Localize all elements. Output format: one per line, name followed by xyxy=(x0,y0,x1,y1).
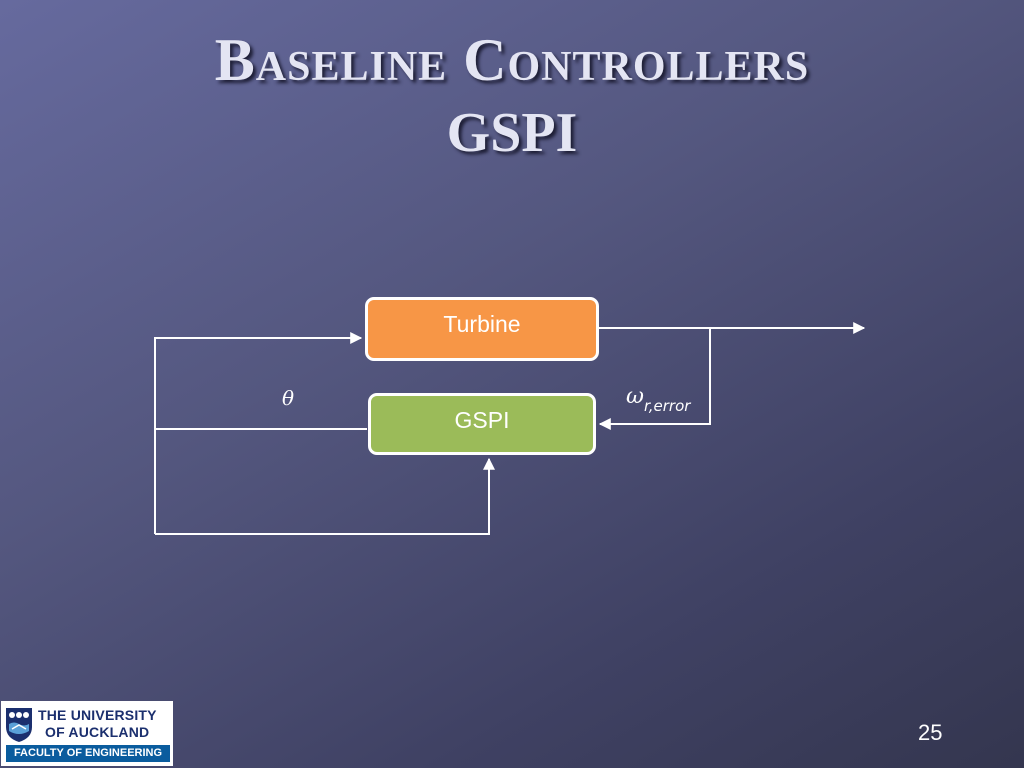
slide-title: Baseline Controllers xyxy=(214,27,810,93)
logo-line2: OF AUCKLAND xyxy=(45,724,150,740)
feedback-omega-line xyxy=(598,328,711,430)
theta-label: θ xyxy=(282,386,295,410)
gspi-label: GSPI xyxy=(454,406,510,433)
crest-icon xyxy=(6,708,32,742)
logo-line1: THE UNIVERSITY xyxy=(38,707,157,723)
omega-symbol: ω xyxy=(626,384,644,409)
turbine-block: Turbine xyxy=(365,297,599,361)
slide-subtitle: GSPI xyxy=(446,102,578,164)
omega-error-label: ωr,error xyxy=(626,384,690,415)
turbine-input-line xyxy=(154,332,363,534)
page-number: 25 xyxy=(918,720,943,745)
gspi-block: GSPI xyxy=(368,393,596,455)
university-logo: THE UNIVERSITY OF AUCKLAND FACULTY OF EN… xyxy=(1,701,173,766)
logo-faculty-band: FACULTY OF ENGINEERING xyxy=(6,745,170,762)
omega-subscript: r,error xyxy=(643,397,691,415)
scheduling-feedback-line xyxy=(155,457,495,535)
turbine-label: Turbine xyxy=(443,310,521,337)
